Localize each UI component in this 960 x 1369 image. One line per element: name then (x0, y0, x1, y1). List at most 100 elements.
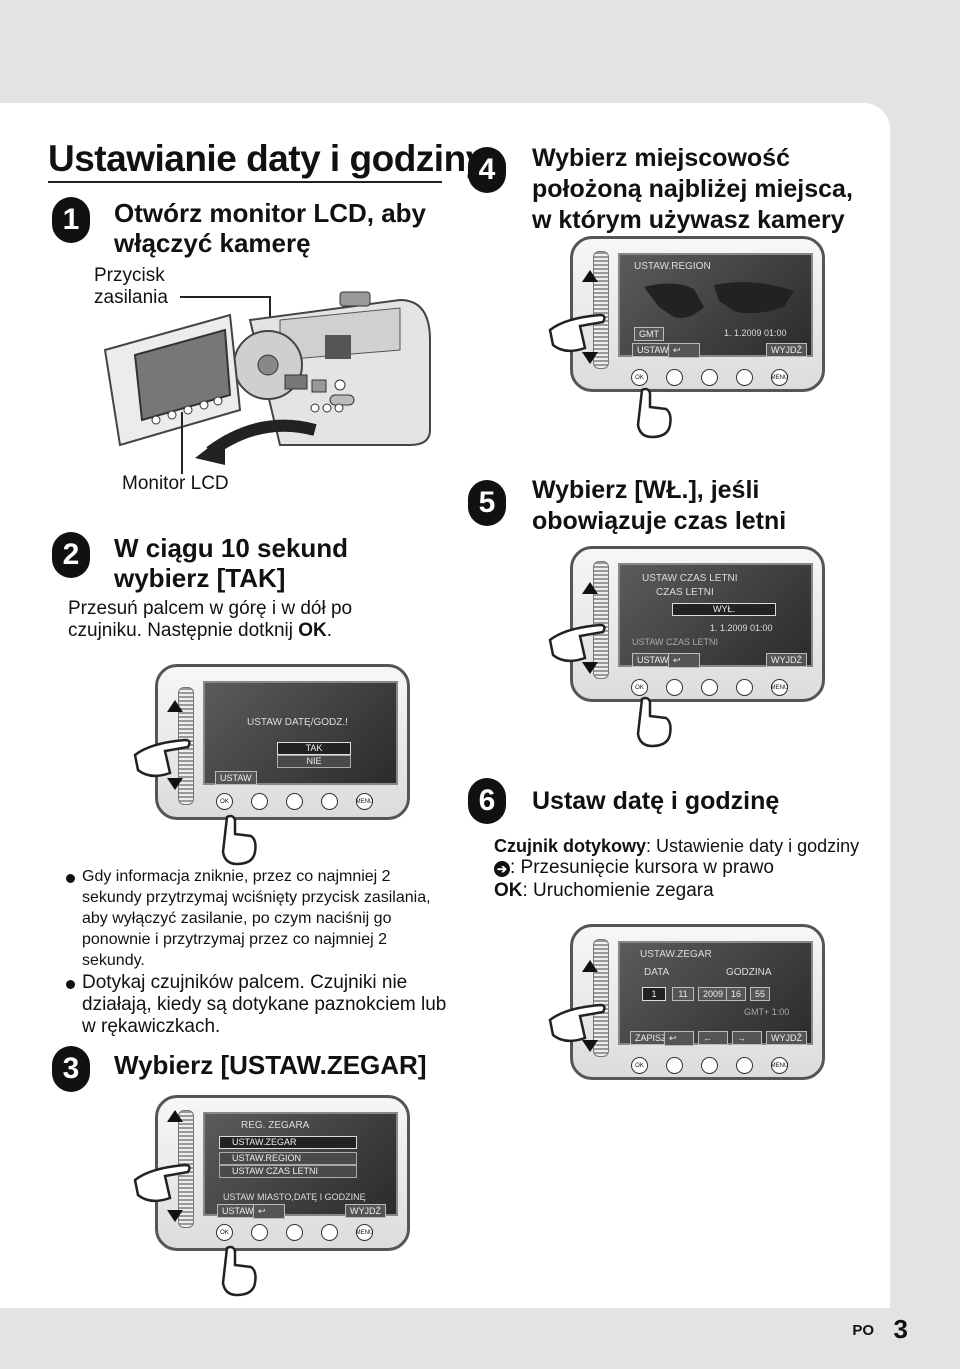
world-map-icon (644, 282, 794, 318)
arrow-down-icon (582, 352, 598, 364)
menu-button[interactable]: MENU (356, 793, 373, 810)
sensor-button[interactable] (666, 679, 683, 696)
camcorder-lcd-step-5: USTAW CZAS LETNI CZAS LETNI WYŁ. 1. 1.20… (570, 546, 825, 702)
exit-label[interactable]: WYJDŹ (766, 1031, 807, 1045)
step-6-number: 6 (468, 778, 506, 824)
menu-item-set-clock[interactable]: USTAW.ZEGAR (219, 1136, 357, 1149)
hand-tapping-icon (636, 696, 672, 748)
device-buttons: OK MENU (631, 1057, 788, 1074)
minute-field[interactable]: 55 (750, 987, 770, 1001)
step-3-number: 3 (52, 1046, 90, 1092)
sensor-button[interactable] (286, 1224, 303, 1241)
menu-item-set-region[interactable]: USTAW.REGION (219, 1152, 357, 1165)
menu-item-dst[interactable]: USTAW CZAS LETNI (219, 1165, 357, 1178)
sensor-button[interactable] (251, 1224, 268, 1241)
device-buttons: OK MENU (631, 679, 788, 696)
save-label[interactable]: ZAPISZ (630, 1031, 672, 1045)
callout-line (181, 412, 183, 474)
exit-label[interactable]: WYJDŹ (766, 343, 807, 357)
note-item: Dotykaj czujników palcem. Czujniki nie d… (62, 972, 452, 1038)
back-icon[interactable]: ↩ (664, 1031, 694, 1046)
arrow-up-icon (167, 700, 183, 712)
gmt-offset: GMT+ 1:00 (744, 1007, 790, 1017)
gmt-label: GMT (634, 327, 664, 341)
step-2-instruction: Przesuń palcem w górę i w dół po czujnik… (68, 598, 353, 641)
set-label: USTAW (632, 343, 674, 357)
lcd-screen: USTAW DATĘ/GODZ.! TAK NIE USTAW (203, 681, 398, 785)
sensor-button[interactable] (701, 679, 718, 696)
option-yes[interactable]: TAK (277, 742, 351, 755)
day-field[interactable]: 1 (642, 987, 666, 1001)
ok-button[interactable]: OK (216, 793, 233, 810)
step-6-line-2: ➔: Przesunięcie kursora w prawo (494, 857, 884, 879)
menu-button[interactable]: MENU (356, 1224, 373, 1241)
sensor-button[interactable] (321, 793, 338, 810)
device-buttons: OK MENU (216, 793, 373, 810)
step-5-heading: Wybierz [WŁ.], jeśli obowiązuje czas let… (532, 476, 787, 535)
ok-button[interactable]: OK (216, 1224, 233, 1241)
ok-button[interactable]: OK (631, 679, 648, 696)
back-icon[interactable]: ↩ (253, 1204, 285, 1219)
sensor-button[interactable] (736, 679, 753, 696)
arrow-down-icon (167, 1210, 183, 1222)
sensor-button[interactable] (666, 1057, 683, 1074)
hand-tapping-icon (221, 1245, 257, 1297)
exit-label[interactable]: WYJDŹ (766, 653, 807, 667)
sensor-button[interactable] (736, 1057, 753, 1074)
title-underline (48, 181, 442, 183)
back-icon[interactable]: ↩ (668, 653, 700, 668)
sensor-button[interactable] (251, 793, 268, 810)
month-field[interactable]: 11 (672, 987, 694, 1001)
sensor-button[interactable] (701, 1057, 718, 1074)
arrow-up-icon (582, 270, 598, 282)
step-5-number: 5 (468, 480, 506, 526)
menu-button[interactable]: MENU (771, 369, 788, 386)
lcd-monitor-label: Monitor LCD (122, 473, 229, 494)
sensor-button[interactable] (666, 369, 683, 386)
camcorder-lcd-step-6: USTAW.ZEGAR DATA GODZINA 1 11 2009 16 55… (570, 924, 825, 1080)
arrow-up-icon (167, 1110, 183, 1122)
exit-label[interactable]: WYJDŹ (345, 1204, 386, 1218)
lcd-screen: USTAW.ZEGAR DATA GODZINA 1 11 2009 16 55… (618, 941, 813, 1046)
step-4-number: 4 (468, 147, 506, 193)
hand-tapping-icon (636, 387, 672, 439)
dst-sublabel: CZAS LETNI (656, 587, 714, 598)
set-label: USTAW (215, 771, 257, 785)
note-item: Gdy informacja zniknie, przez co najmnie… (62, 866, 452, 971)
option-no[interactable]: NIE (277, 755, 351, 768)
step-4-heading: Wybierz miejscowość położoną najbliżej m… (532, 144, 853, 234)
step-3-heading: Wybierz [USTAW.ZEGAR] (114, 1050, 427, 1080)
hand-tapping-icon (221, 814, 257, 866)
year-field[interactable]: 2009 (698, 987, 728, 1001)
step-6-line-3: OK: Uruchomienie zegara (494, 880, 714, 901)
left-arrow-icon[interactable]: ← (698, 1031, 728, 1045)
hand-pointing-icon (548, 313, 606, 353)
step-2-heading: W ciągu 10 sekund wybierz [TAK] (114, 533, 349, 593)
sensor-button[interactable] (736, 369, 753, 386)
date-label: DATA (644, 967, 670, 978)
step-1-heading: Otwórz monitor LCD, aby włączyć kamerę (114, 198, 426, 258)
notes-list: Gdy informacja zniknie, przez co najmnie… (62, 866, 452, 1039)
footer-band (0, 1312, 960, 1369)
back-icon[interactable]: ↩ (668, 343, 700, 358)
camcorder-lcd-step-3: REG. ZEGARA USTAW.ZEGAR USTAW.REGION UST… (155, 1095, 410, 1251)
dst-value[interactable]: WYŁ. (672, 603, 776, 616)
arrow-down-icon (167, 778, 183, 790)
page-title: Ustawianie daty i godziny (48, 138, 486, 179)
time-label: GODZINA (726, 967, 772, 978)
menu-button[interactable]: MENU (771, 679, 788, 696)
sensor-button[interactable] (321, 1224, 338, 1241)
power-button-label: Przycisk zasilania (94, 265, 168, 308)
sensor-button[interactable] (701, 369, 718, 386)
device-buttons: OK MENU (216, 1224, 373, 1241)
sensor-button[interactable] (286, 793, 303, 810)
step-2-number: 2 (52, 532, 90, 578)
ok-button[interactable]: OK (631, 1057, 648, 1074)
screen-title: USTAW DATĘ/GODZ.! (247, 717, 348, 728)
ok-button[interactable]: OK (631, 369, 648, 386)
arrow-up-icon (582, 582, 598, 594)
clock-settings-header: REG. ZEGARA (241, 1120, 310, 1131)
menu-button[interactable]: MENU (771, 1057, 788, 1074)
right-arrow-icon[interactable]: → (732, 1031, 762, 1045)
hour-field[interactable]: 16 (726, 987, 746, 1001)
